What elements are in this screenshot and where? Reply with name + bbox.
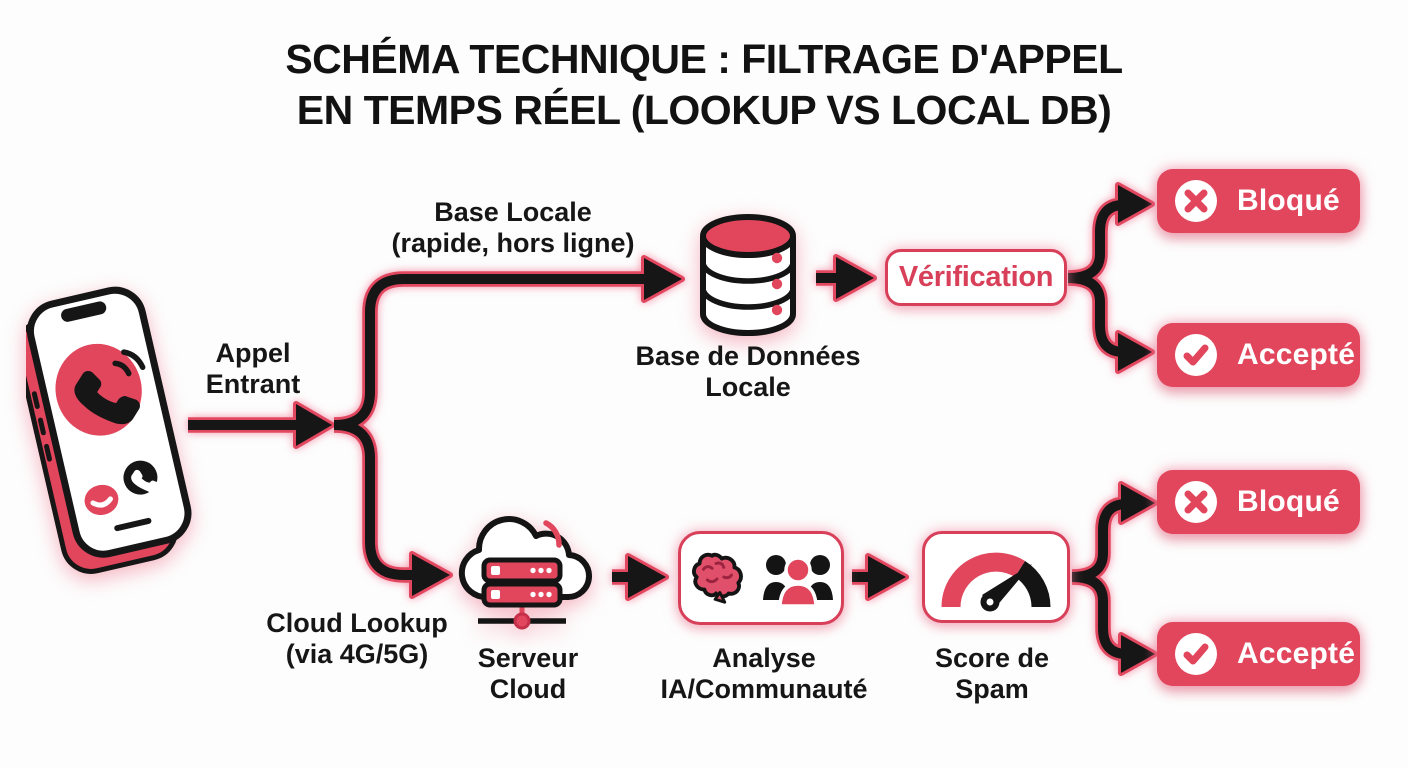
badge-blocked-top: Bloqué: [1157, 169, 1360, 233]
connector-verification-to-accepted: [1067, 273, 1123, 357]
community-icon: [763, 555, 833, 606]
smartphone-incoming-call-icon: [26, 286, 192, 574]
cloud-path-label: Cloud Lookup (via 4G/5G): [266, 608, 448, 669]
cloud-server-icon: [458, 516, 592, 630]
local-db-label: Base de Données Locale: [635, 341, 861, 402]
connector-split-to-cloud: [333, 420, 414, 580]
arrowhead: [1118, 185, 1152, 223]
arrowhead: [836, 257, 874, 299]
badge-blocked-bottom: Bloqué: [1157, 470, 1360, 534]
diagram-title: SCHÉMA TECHNIQUE : FILTRAGE D'APPEL EN T…: [0, 34, 1408, 136]
spam-score-label: Score de Spam: [934, 643, 1050, 704]
connector-score-to-accepted: [1071, 572, 1126, 659]
gauge-icon: [941, 552, 1051, 612]
database-icon: [700, 214, 796, 336]
brain-icon: [692, 552, 743, 604]
spam-score-box: [922, 531, 1070, 623]
arrowhead: [644, 258, 682, 300]
local-path-label: Base Locale (rapide, hors ligne): [391, 197, 635, 258]
connector-split-to-local-db: [333, 274, 646, 430]
arrowhead: [628, 556, 666, 598]
arrowhead: [868, 556, 906, 598]
arrowhead: [1118, 333, 1152, 371]
check-circle-icon: [1175, 633, 1217, 675]
badge-accepted-top: Accepté: [1157, 323, 1360, 387]
verification-box: Vérification: [885, 249, 1067, 306]
cloud-server-label: Serveur Cloud: [477, 643, 579, 704]
diagram-title-line2: EN TEMPS RÉEL (LOOKUP VS LOCAL DB): [296, 87, 1112, 133]
x-circle-icon: [1175, 481, 1217, 523]
incoming-call-label: Appel Entrant: [205, 338, 301, 399]
verification-label: Vérification: [898, 261, 1054, 293]
arrowhead: [296, 404, 332, 446]
analysis-box: [678, 531, 844, 625]
arrowhead: [412, 554, 450, 596]
arrowhead: [1121, 484, 1155, 522]
analysis-label: Analyse IA/Communauté: [660, 643, 868, 704]
check-circle-icon: [1175, 334, 1217, 376]
badge-accepted-bottom: Accepté: [1157, 622, 1360, 686]
arrowhead: [1121, 635, 1155, 673]
diagram-title-line1: SCHÉMA TECHNIQUE : FILTRAGE D'APPEL: [285, 36, 1123, 82]
x-circle-icon: [1175, 180, 1217, 222]
